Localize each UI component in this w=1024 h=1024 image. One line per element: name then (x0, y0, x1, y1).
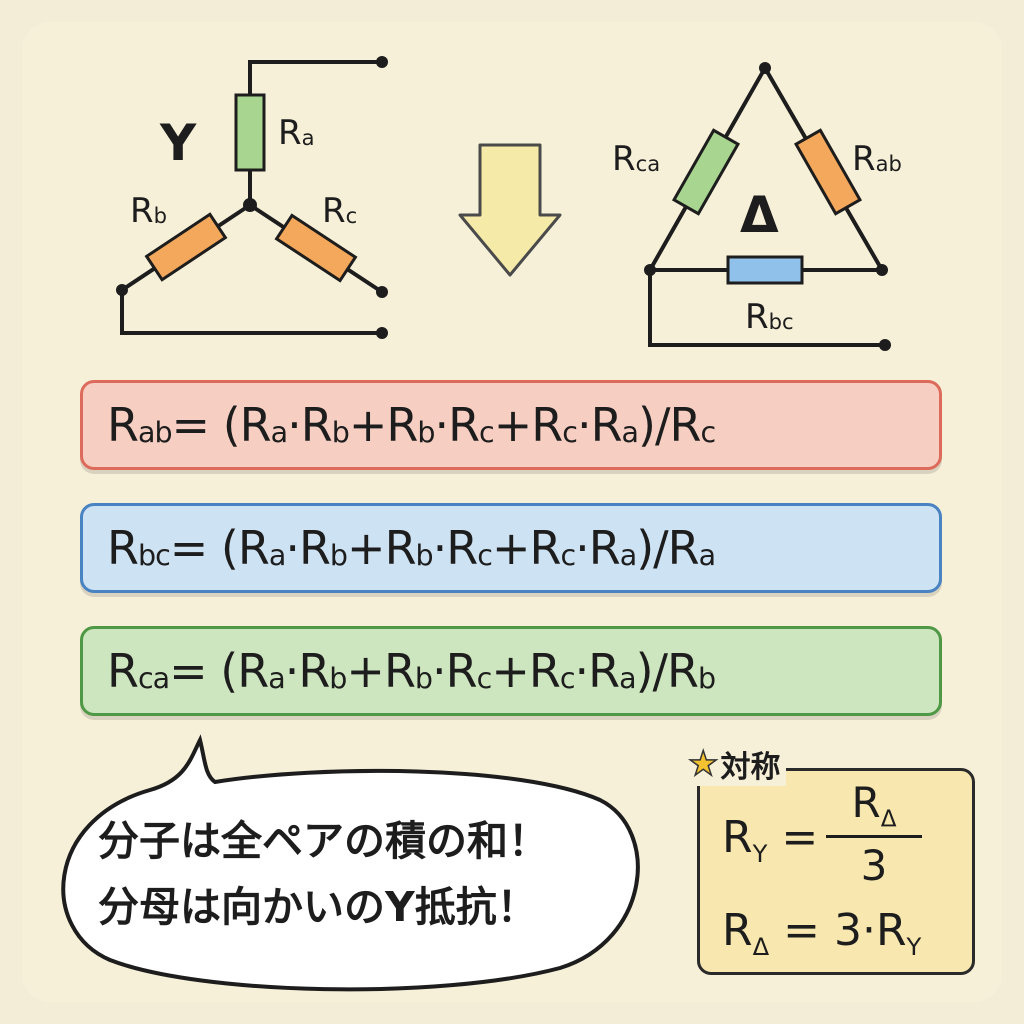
label-ra: Ra (278, 113, 315, 153)
formula-rab: Rab = (Ra·Rb + Rb·Rc + Rc·Ra)/Rc (80, 380, 942, 470)
arrow-down-icon (458, 143, 562, 277)
resistor-rca (671, 128, 741, 216)
y-circuit-nodes (116, 56, 388, 339)
formula-token: Rb (300, 398, 350, 452)
star-icon: ★ (687, 743, 719, 785)
symmetry-title-text: 対称 (720, 750, 781, 785)
symmetry-eq1-fraction: RΔ 3 (826, 778, 922, 890)
formula-token: Rb (386, 398, 435, 452)
formula-token: = ( (171, 398, 241, 452)
formula-token: + (347, 521, 386, 575)
formula-token: Rc (531, 398, 578, 452)
label-rb: Rb (130, 191, 168, 231)
resistor-rab (793, 128, 863, 216)
formula-token: Rb (384, 521, 434, 575)
formula-token: Rb (298, 644, 347, 698)
bubble-text: 分子は全ペアの積の和！ 分母は向かいのY抵抗！ (98, 808, 549, 940)
delta-circuit-nodes (644, 62, 891, 351)
formula-token: Rc (448, 398, 495, 452)
formula-token: + (346, 644, 385, 698)
formula-token: Rc (669, 398, 716, 452)
formula-token: )/ (635, 644, 668, 698)
formula-token: + (491, 644, 530, 698)
formula-token: Rb (667, 644, 716, 698)
formula-token: + (493, 398, 533, 452)
resistor-rc (274, 213, 358, 283)
formula-token: Rc (446, 521, 493, 575)
formula-token: Rc (528, 644, 576, 698)
formula-token: Ra (590, 398, 639, 452)
symmetry-eq1-lhs: RY = (722, 812, 819, 868)
formula-token: )/ (636, 521, 668, 575)
resistor-rbc (726, 255, 804, 285)
formula-token: · (576, 398, 592, 452)
formula-token: · (434, 398, 449, 452)
formula-token: · (284, 644, 300, 698)
formula-token: · (287, 398, 302, 452)
label-rbc: Rbc (745, 297, 794, 337)
symmetry-title: ★ 対称 (687, 742, 787, 786)
formula-token: = ( (169, 644, 238, 698)
label-rab: Rab (852, 139, 902, 179)
formula-token: + (491, 521, 531, 575)
formula-token: Ra (588, 644, 636, 698)
formula-token: · (574, 644, 590, 698)
formula-token: + (348, 398, 388, 452)
y-title: Y (160, 114, 197, 172)
formula-rca: Rca = (Ra·Rb + Rb·Rc + Rc·Ra)/Rb (80, 626, 942, 716)
label-rc: Rc (322, 191, 358, 231)
formula-token: · (432, 644, 447, 698)
speech-bubble (61, 734, 640, 992)
formula-token: · (575, 521, 590, 575)
formula-token: Ra (239, 398, 288, 452)
formula-token: · (432, 521, 448, 575)
formula-token: Rab (107, 398, 173, 452)
formula-token: Ra (667, 521, 716, 575)
formula-token: Rbc (107, 521, 171, 575)
formula-token: Rca (107, 644, 170, 698)
formula-token: )/ (638, 398, 670, 452)
formula-token: Ra (237, 644, 285, 698)
formula-token: Rc (445, 644, 493, 698)
formula-token: Ra (588, 521, 637, 575)
formula-token: = ( (169, 521, 239, 575)
formula-token: Rc (529, 521, 576, 575)
formula-token: · (285, 521, 300, 575)
delta-title: Δ (740, 186, 779, 244)
formula-rbc: Rbc = (Ra·Rb + Rb·Rc + Rc·Ra)/Ra (80, 503, 942, 593)
symmetry-eq2: RΔ = 3·RY (722, 905, 922, 961)
label-rca: Rca (612, 139, 661, 179)
formula-token: Rb (298, 521, 348, 575)
symmetry-box (697, 768, 975, 975)
bubble-line-2: 分母は向かいのY抵抗！ (98, 883, 538, 931)
resistor-rb (144, 212, 228, 282)
resistor-ra (234, 93, 266, 172)
formula-token: Rb (383, 644, 433, 698)
bubble-line-1: 分子は全ペアの積の和！ (98, 817, 549, 865)
formula-token: Ra (237, 521, 286, 575)
